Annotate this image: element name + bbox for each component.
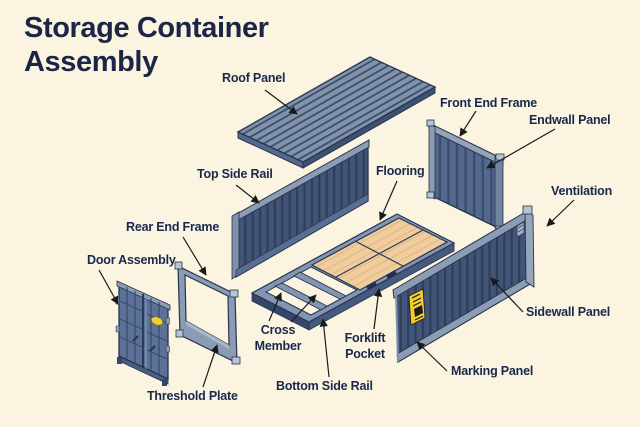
label-ventilation: Ventilation: [551, 184, 613, 198]
ventilation-shape: [516, 221, 525, 238]
label-rear-end-frame: Rear End Frame: [126, 220, 220, 234]
label-door-assembly: Door Assembly: [87, 253, 176, 267]
threshold-plate-shape: [186, 321, 229, 349]
endwall-panel-shape: [426, 119, 505, 233]
door-sticker: [150, 316, 164, 326]
label-cross-member: Cross Member: [254, 323, 302, 354]
sidewall-panel-shape: [392, 205, 535, 364]
arrow-forklift-pocket: [373, 288, 383, 330]
label-roof-panel: Roof Panel: [222, 71, 286, 85]
arrow-roof-panel: [264, 89, 298, 115]
door-handle-2: [149, 345, 156, 352]
label-sidewall-panel: Sidewall Panel: [526, 305, 611, 319]
label-forklift-pocket: Forklift Pocket: [344, 331, 386, 362]
label-threshold-plate: Threshold Plate: [147, 389, 238, 403]
arrow-top-side-rail: [235, 184, 260, 204]
cross-member-shape-2: [293, 271, 347, 300]
arrow-bottom-side-rail: [319, 318, 330, 378]
arrow-threshold-plate: [202, 344, 219, 388]
label-bottom-side-rail: Bottom Side Rail: [276, 379, 373, 393]
rear-sidewall-shape: [231, 139, 370, 280]
forklift-pocket-shape: [366, 281, 377, 290]
arrow-cross-member-1: [268, 292, 282, 322]
arrow-flooring: [379, 180, 398, 221]
rear-end-frame-shape: [174, 261, 241, 365]
forklift-pocket-shape-2: [386, 270, 397, 279]
callout-arrows: [98, 89, 575, 388]
arrow-endwall-panel: [486, 128, 556, 169]
arrow-front-end-frame: [459, 110, 477, 137]
arrow-marking-panel: [416, 341, 448, 372]
page-title-line2: Assembly: [24, 45, 158, 78]
arrow-ventilation: [546, 199, 575, 227]
label-endwall-panel: Endwall Panel: [529, 113, 611, 127]
label-front-end-frame: Front End Frame: [440, 96, 538, 110]
label-marking-panel: Marking Panel: [451, 364, 534, 378]
roof-panel-shape: [236, 56, 437, 169]
label-top-side-rail: Top Side Rail: [197, 167, 273, 181]
door-assembly-shape: [115, 280, 171, 386]
arrow-rear-end-frame: [182, 236, 207, 276]
arrow-sidewall-panel: [490, 277, 524, 313]
arrow-cross-member-2: [290, 294, 317, 323]
marking-panel-shape: [408, 288, 426, 326]
door-handle: [132, 335, 139, 342]
label-flooring: Flooring: [376, 164, 425, 178]
page-title-line1: Storage Container: [24, 12, 269, 44]
floor-assembly-shape: [250, 213, 456, 331]
page-title: Storage Container Assembly: [24, 12, 269, 80]
arrow-door-assembly: [98, 269, 119, 305]
